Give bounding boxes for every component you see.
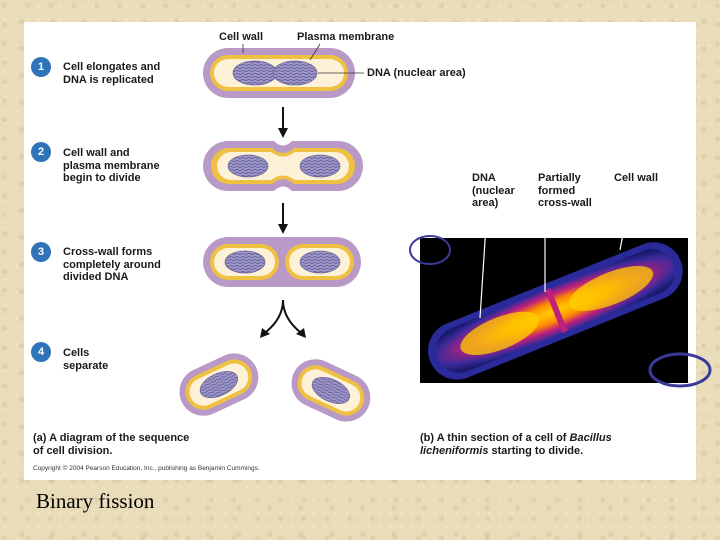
label-dna-nuclear-area: DNA (nuclear area) — [367, 67, 466, 79]
split-arrow-right-icon — [296, 328, 306, 338]
label-cell-wall: Cell wall — [219, 31, 264, 43]
dna-blob-icon — [272, 60, 318, 86]
step-1-text: Cell elongates and DNA is replicated — [63, 61, 161, 86]
caption-b-text-2: starting to divide. — [488, 445, 584, 457]
caption-a-label: (a) — [33, 432, 47, 444]
step-4-text: Cells separate — [63, 347, 109, 372]
cell-step-4-left — [179, 353, 259, 416]
slide-title: Binary fission — [36, 489, 155, 513]
dna-blob-icon — [232, 60, 278, 86]
step-2-badge: 2 — [31, 142, 51, 162]
step-4-badge: 4 — [31, 342, 51, 362]
copyright-text: Copyright © 2004 Pearson Education, Inc.… — [33, 465, 260, 472]
cell-step-1 — [203, 48, 355, 98]
caption-b-species: Bacillus — [569, 432, 612, 444]
caption-a: (a) A diagram of the sequence of cell di… — [33, 432, 189, 457]
step-3-badge: 3 — [31, 242, 51, 262]
caption-b-text-1: A thin section of a cell of — [436, 432, 570, 444]
label-micro-cell-wall: Cell wall — [614, 172, 659, 184]
caption-b-label: (b) — [420, 432, 435, 444]
label-micro-dna: DNA (nuclear area) — [472, 172, 515, 209]
cell-step-2 — [203, 141, 363, 191]
caption-b-species-2: licheniformis — [420, 445, 489, 457]
label-partially-formed-cross-wall: Partially formed cross-wall — [538, 172, 592, 209]
down-arrow-icon — [278, 224, 288, 234]
down-arrow-icon — [278, 128, 288, 138]
caption-a-text: A diagram of the sequence of cell divisi… — [33, 432, 190, 457]
cell-step-4-right — [291, 359, 371, 422]
step-1-badge: 1 — [31, 57, 51, 77]
step-3-text: Cross-wall forms completely around divid… — [63, 246, 161, 283]
label-plasma-membrane: Plasma membrane — [297, 31, 395, 43]
caption-b: (b) A thin section of a cell of Bacillus… — [420, 432, 612, 458]
cell-step-3 — [203, 237, 361, 287]
split-arrow-left-icon — [260, 328, 270, 338]
step-2-text: Cell wall and plasma membrane begin to d… — [63, 147, 160, 184]
micrograph-image — [409, 235, 712, 388]
